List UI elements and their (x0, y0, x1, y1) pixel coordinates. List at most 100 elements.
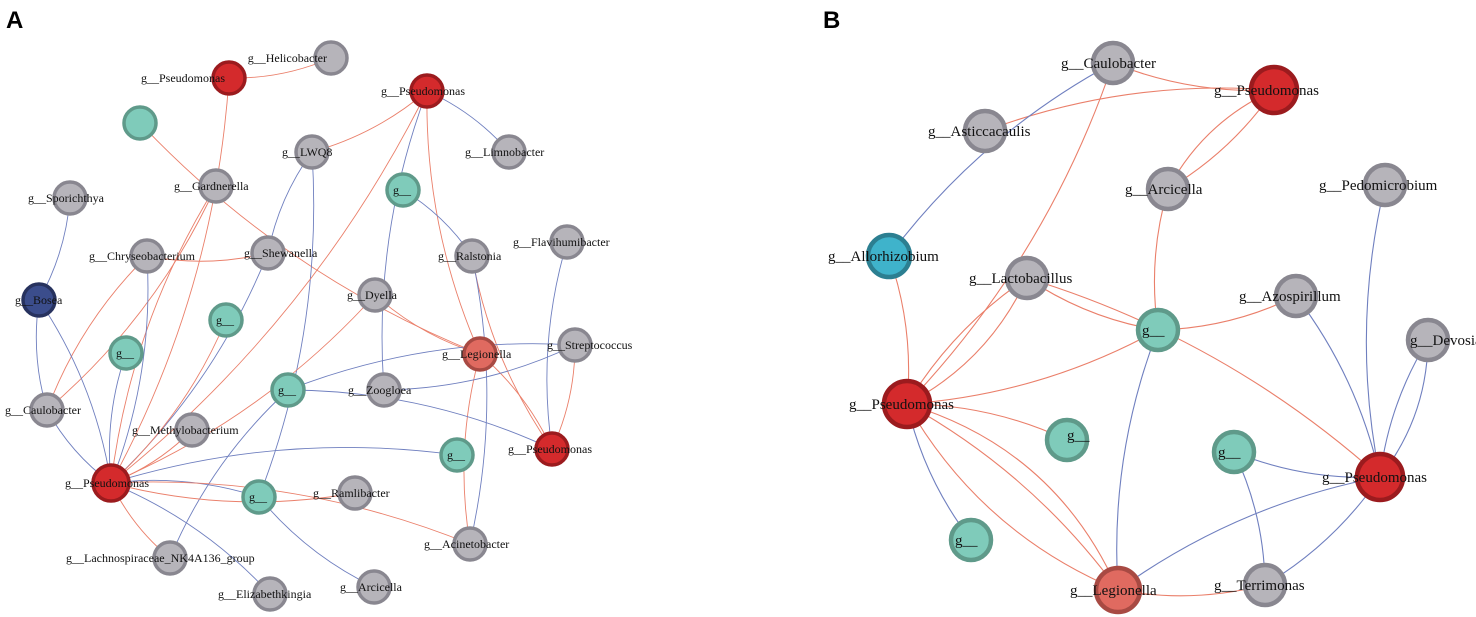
node-circle-b12 (1044, 417, 1090, 463)
network-panel-a: g__Helicobacterg__Pseudomonasg__Pseudomo… (5, 40, 633, 612)
node-a1[interactable]: g__Helicobacter (248, 40, 349, 76)
node-b16[interactable]: g__Legionella (1070, 565, 1157, 615)
node-circle-b1 (1090, 40, 1136, 86)
node-label-a3: g__Pseudomonas (381, 84, 465, 98)
node-a5[interactable]: g__LWQ8 (282, 134, 332, 170)
node-circle-b2 (1248, 64, 1300, 116)
node-label-b7: g__Lactobacillus (969, 271, 1072, 287)
edge-b14-b16 (1117, 476, 1381, 591)
node-circle-a30 (452, 526, 488, 562)
node-a23[interactable]: g__Methylobacterium (132, 412, 239, 448)
edge-a26-a30 (110, 481, 471, 545)
node-a24[interactable]: g__ (439, 437, 475, 473)
node-circle-a22 (29, 392, 65, 428)
node-a13[interactable]: g__Flavihumibacter (513, 224, 610, 260)
node-circle-b5 (1362, 162, 1408, 208)
node-a6[interactable]: g__Limnobacter (465, 134, 544, 170)
node-label-a25: g__Pseudomonas (508, 442, 592, 456)
node-a20[interactable]: g__ (270, 372, 306, 408)
node-b15[interactable]: g__ (948, 517, 994, 563)
node-a17[interactable]: g__ (108, 335, 144, 371)
node-b12[interactable]: g__ (1044, 417, 1090, 463)
node-circle-a23 (174, 412, 210, 448)
node-label-a17: g__ (116, 346, 135, 360)
node-label-a20: g__ (278, 383, 297, 397)
node-a11[interactable]: g__Shewanella (244, 235, 318, 271)
node-a2[interactable]: g__Pseudomonas (141, 60, 247, 96)
node-a8[interactable]: g__Sporichthya (28, 180, 105, 216)
node-circle-b3 (962, 108, 1008, 154)
node-a30[interactable]: g__Acinetobacter (424, 526, 509, 562)
node-b6[interactable]: g__Allorhizobium (828, 232, 939, 280)
node-a4[interactable] (122, 105, 158, 141)
edge-a24-a26 (110, 446, 458, 484)
node-circle-a18 (462, 336, 498, 372)
node-b3[interactable]: g__Asticcacaulis (928, 108, 1031, 154)
edge-a4-a18 (139, 122, 481, 355)
node-label-a32: g__Arcicella (340, 580, 403, 594)
node-a29[interactable]: g__Lachnospiraceae_NK4A136_group (66, 540, 255, 576)
edge-b7-b14 (1026, 277, 1381, 478)
node-a19[interactable]: g__Streptococcus (547, 327, 633, 363)
node-a12[interactable]: g__Ralstonia (438, 238, 502, 274)
edge-a13-a25 (546, 241, 568, 450)
node-a28[interactable]: g__Ramlibacter (313, 475, 390, 511)
panel-b-letter: B (823, 7, 840, 34)
node-b10[interactable]: g__Devosia (1405, 317, 1476, 363)
node-a14[interactable]: g__Bosea (15, 282, 63, 318)
node-b13[interactable]: g__ (1211, 429, 1257, 475)
edge-a16-a26 (110, 319, 227, 484)
node-b17[interactable]: g__Terrimonas (1214, 562, 1305, 608)
node-label-a30: g__Acinetobacter (424, 537, 509, 551)
node-circle-b8 (1273, 273, 1319, 319)
node-a16[interactable]: g__ (208, 302, 244, 338)
node-label-b5: g__Pedomicrobium (1319, 178, 1438, 194)
node-circle-b16 (1093, 565, 1143, 615)
edge-a7-a26 (110, 185, 217, 484)
node-circle-a16 (208, 302, 244, 338)
node-b5[interactable]: g__Pedomicrobium (1319, 162, 1438, 208)
node-circle-a3 (409, 73, 445, 109)
edge-a19-a21 (383, 344, 576, 391)
node-a9[interactable]: g__ (385, 172, 421, 208)
node-b1[interactable]: g__Caulobacter (1061, 40, 1156, 86)
node-a27[interactable]: g__ (241, 479, 277, 515)
node-circle-a32 (356, 569, 392, 605)
node-b9[interactable]: g__ (1135, 307, 1181, 353)
edge-b11-b16 (906, 403, 1119, 591)
node-b8[interactable]: g__Azospirillum (1239, 273, 1341, 319)
edge-a2-a26 (110, 77, 230, 484)
node-circle-a13 (549, 224, 585, 260)
node-circle-a12 (454, 238, 490, 274)
edge-a7-a22 (46, 185, 217, 411)
node-a10[interactable]: g__Chryseobacterium (89, 238, 196, 274)
node-a22[interactable]: g__Caulobacter (5, 392, 81, 428)
node-circle-b9 (1135, 307, 1181, 353)
node-circle-b10 (1405, 317, 1451, 363)
node-a32[interactable]: g__Arcicella (340, 569, 403, 605)
node-a31[interactable]: g__Elizabethkingia (218, 576, 312, 612)
node-label-a5: g__LWQ8 (282, 145, 332, 159)
node-label-a15: g__Dyella (347, 288, 398, 302)
node-b7[interactable]: g__Lactobacillus (969, 255, 1072, 301)
edge-a3-a18 (426, 90, 481, 355)
node-label-b9: g__ (1142, 323, 1165, 339)
node-b4[interactable]: g__Arcicella (1125, 166, 1203, 212)
node-a15[interactable]: g__Dyella (347, 277, 398, 313)
node-a3[interactable]: g__Pseudomonas (381, 73, 465, 109)
node-b14[interactable]: g__Pseudomonas (1322, 451, 1427, 503)
edge-b11-b16 (906, 403, 1119, 591)
node-a26[interactable]: g__Pseudomonas (65, 463, 149, 503)
node-a18[interactable]: g__Legionella (442, 336, 512, 372)
node-b2[interactable]: g__Pseudomonas (1214, 64, 1319, 116)
node-circle-a29 (152, 540, 188, 576)
node-a21[interactable]: g__Zoogloea (348, 372, 412, 408)
node-a7[interactable]: g__Gardnerella (174, 168, 249, 204)
node-b11[interactable]: g__Pseudomonas (849, 378, 954, 430)
node-label-b6: g__Allorhizobium (828, 249, 939, 265)
edge-a14-a26 (38, 299, 112, 484)
edge-a19-a20 (287, 343, 576, 391)
node-circle-a28 (337, 475, 373, 511)
node-a25[interactable]: g__Pseudomonas (508, 431, 592, 467)
node-circle-b7 (1004, 255, 1050, 301)
